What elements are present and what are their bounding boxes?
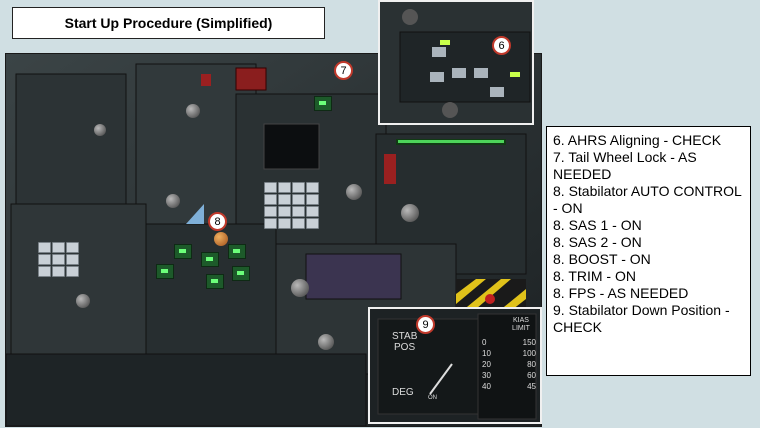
- step-item: 8. SAS 1 - ON: [553, 217, 642, 233]
- ahrs-illustration: [380, 2, 532, 123]
- step-item: 6. AHRS Aligning - CHECK: [553, 132, 722, 148]
- procedure-steps-box: 6. AHRS Aligning - CHECK 7. Tail Wheel L…: [546, 126, 751, 376]
- step-item: 7. Tail Wheel Lock - AS NEEDED: [553, 149, 697, 182]
- stab-gauge-illustration: [370, 309, 540, 422]
- step-item: 8. Stabilator AUTO CONTROL - ON: [553, 183, 742, 216]
- deg-label: DEG: [392, 387, 414, 398]
- callout-7: 7: [334, 61, 353, 80]
- on-label: ON: [428, 395, 437, 401]
- stab-label: STAB: [392, 331, 418, 342]
- knob[interactable]: [291, 279, 309, 297]
- page-title: Start Up Procedure (Simplified): [12, 7, 325, 39]
- fps-button[interactable]: [232, 266, 250, 281]
- sas1-button[interactable]: [201, 252, 219, 267]
- knob[interactable]: [346, 184, 362, 200]
- callout-6: 6: [492, 36, 511, 55]
- knob[interactable]: [186, 104, 200, 118]
- boost-button[interactable]: [156, 264, 174, 279]
- step-item: 8. TRIM - ON: [553, 268, 636, 284]
- step-item: 8. FPS - AS NEEDED: [553, 285, 689, 301]
- knob[interactable]: [94, 124, 106, 136]
- knob[interactable]: [76, 294, 90, 308]
- knob[interactable]: [166, 194, 180, 208]
- step-item: 8. SAS 2 - ON: [553, 234, 642, 250]
- step-item: 8. BOOST - ON: [553, 251, 651, 267]
- kias-header: KIAS LIMIT: [512, 317, 530, 332]
- ahrs-panel-photo: 6: [378, 0, 534, 125]
- stabilator-auto-button[interactable]: [174, 244, 192, 259]
- callout-9: 9: [416, 315, 435, 334]
- knob[interactable]: [318, 334, 334, 350]
- knob[interactable]: [401, 204, 419, 222]
- tail-wheel-lock-knob[interactable]: [214, 232, 228, 246]
- step-item: 9. Stabilator Down Position - CHECK: [553, 302, 730, 335]
- indicator-light: [314, 96, 332, 111]
- pos-label: POS: [394, 342, 416, 353]
- sas2-button[interactable]: [228, 244, 246, 259]
- trim-button[interactable]: [206, 274, 224, 289]
- callout-8: 8: [208, 212, 227, 231]
- console-illustration: [6, 54, 541, 426]
